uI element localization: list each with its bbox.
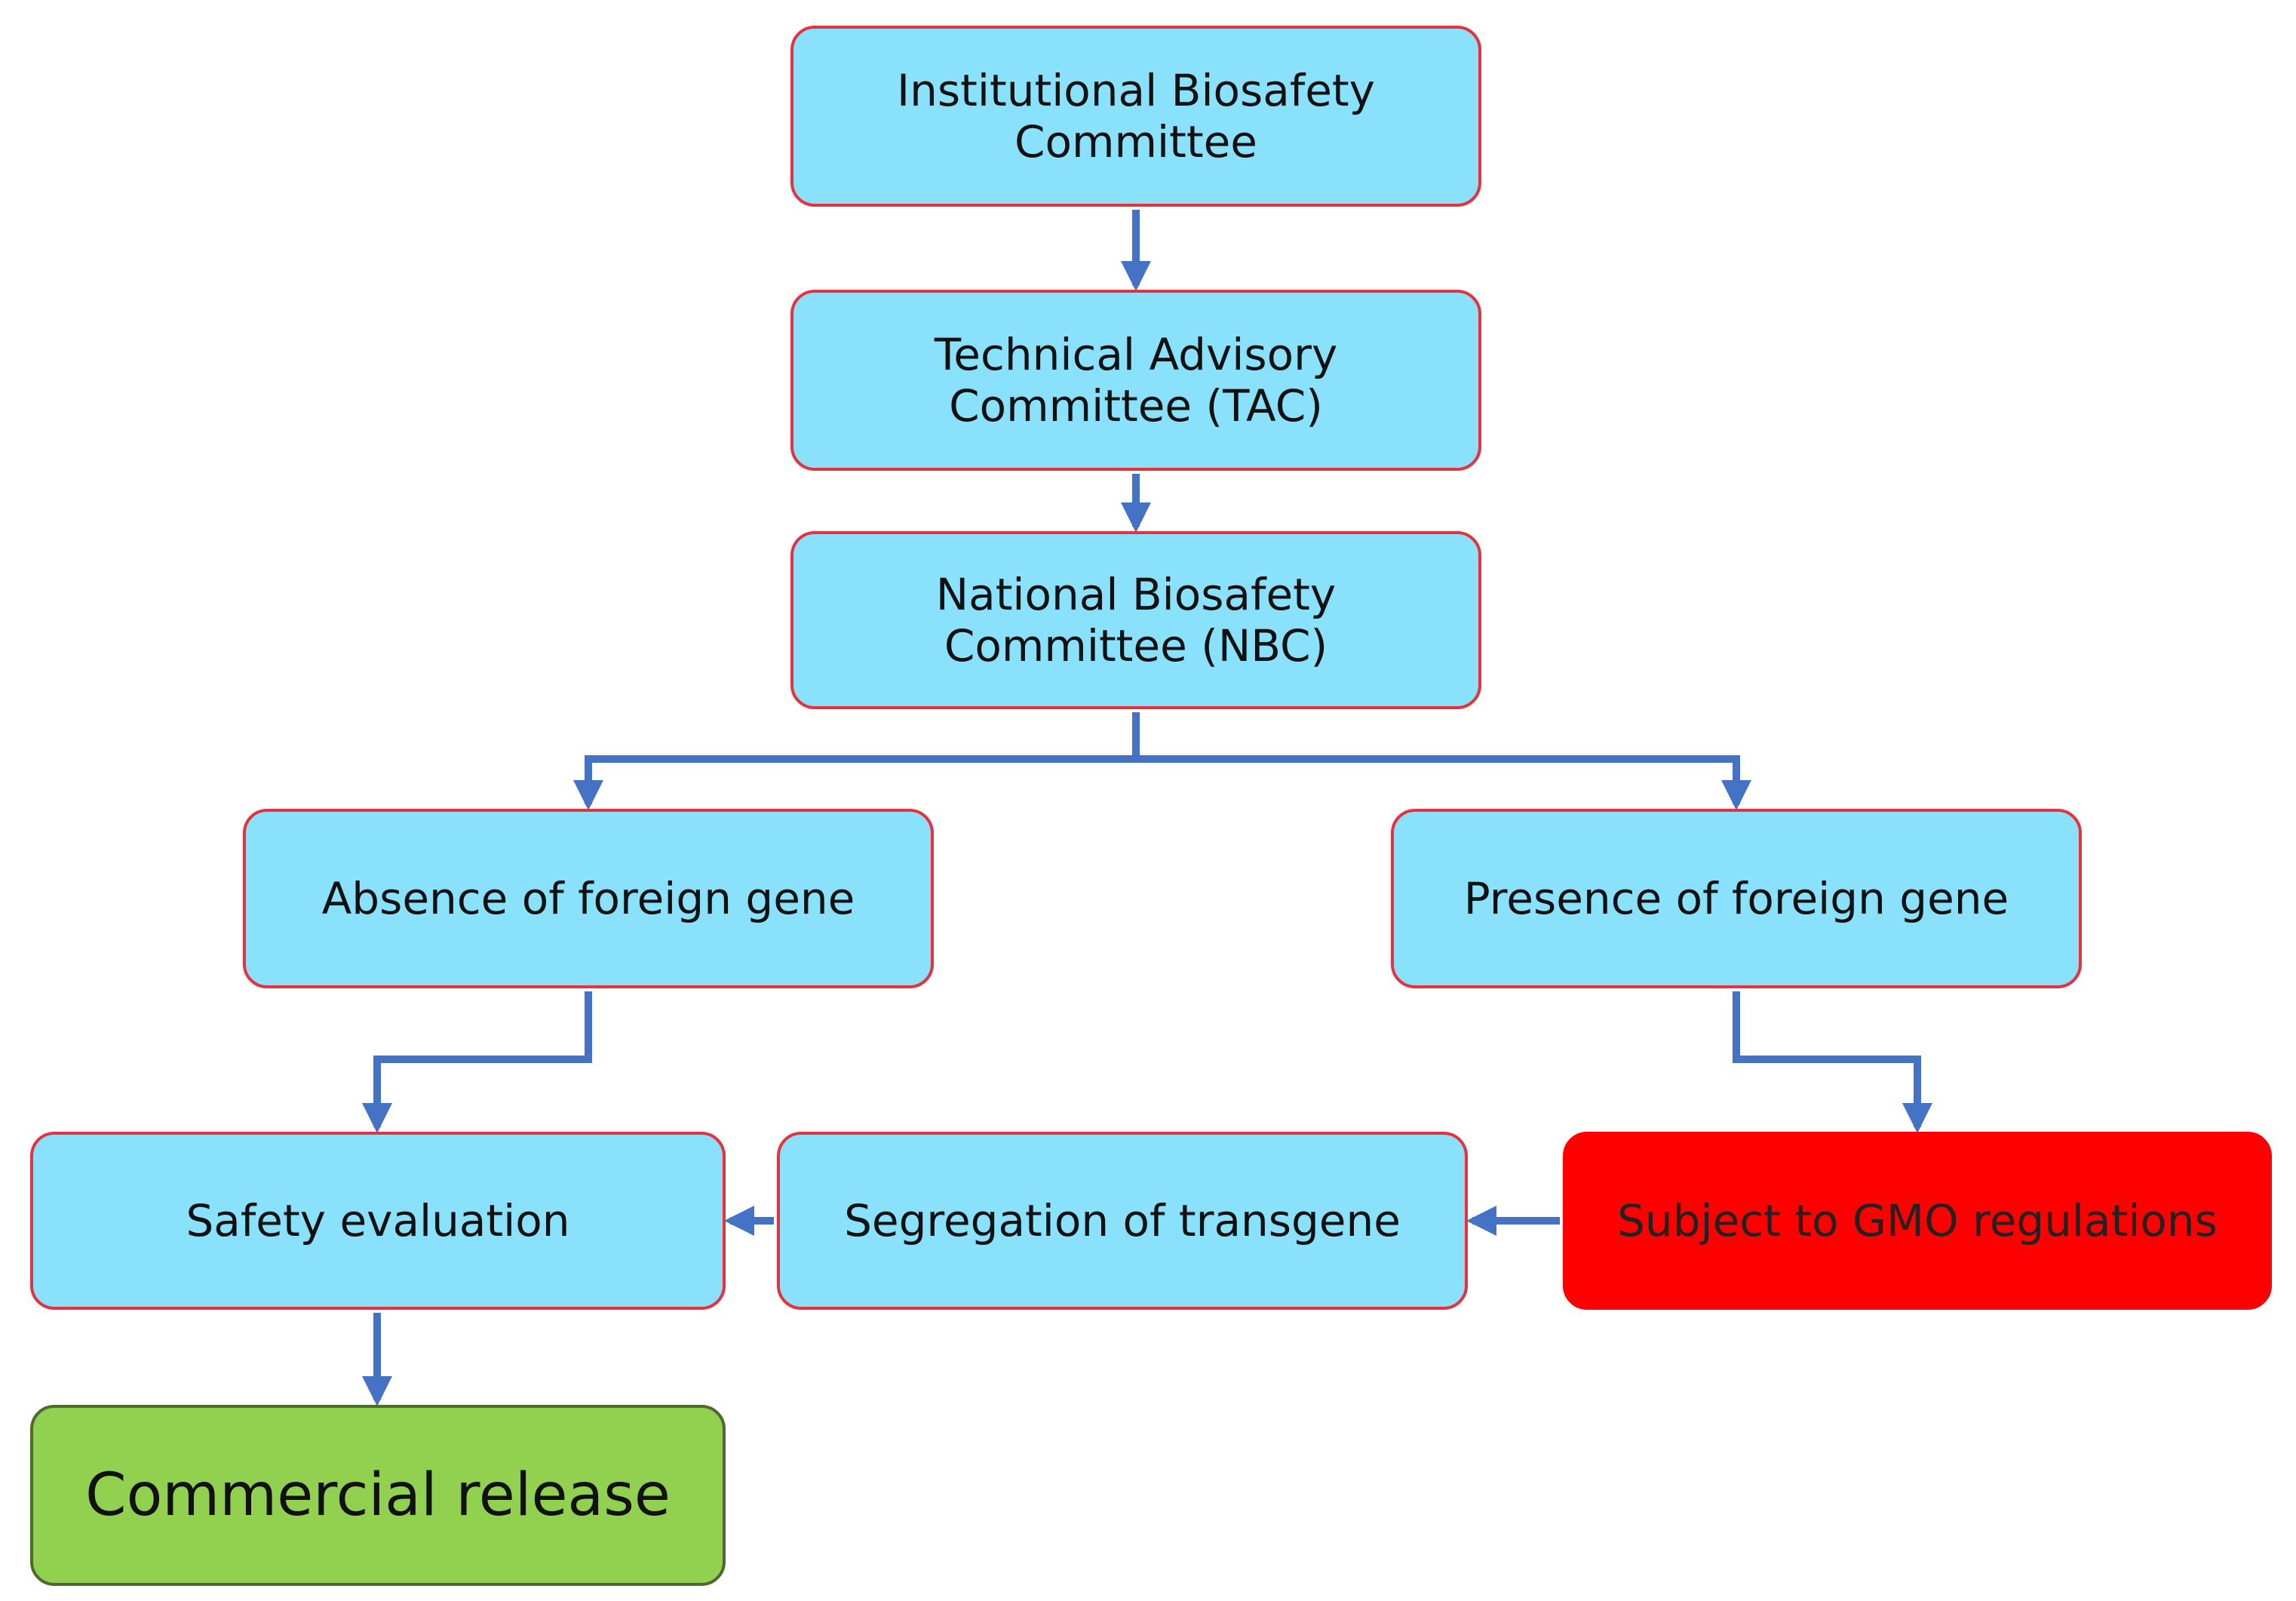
node-label: Subject to GMO regulations <box>1617 1195 2218 1246</box>
node-label: Absence of foreign gene <box>321 873 855 924</box>
node-label: Presence of foreign gene <box>1463 873 2009 924</box>
edge-presence-to-gmo <box>1733 991 1932 1133</box>
node-subject-to-gmo-regulations: Subject to GMO regulations <box>1563 1132 2272 1310</box>
node-label: Safety evaluation <box>186 1195 570 1246</box>
node-absence-of-foreign-gene: Absence of foreign gene <box>243 809 934 988</box>
node-label: Institutional Biosafety Committee <box>897 65 1375 167</box>
node-commercial-release: Commercial release <box>30 1405 726 1586</box>
node-label: Commercial release <box>85 1461 671 1529</box>
node-segregation-of-transgene: Segregation of transgene <box>777 1132 1468 1310</box>
node-label: National Biosafety Committee (NBC) <box>935 569 1337 671</box>
node-presence-of-foreign-gene: Presence of foreign gene <box>1391 809 2082 988</box>
node-safety-evaluation: Safety evaluation <box>30 1132 726 1310</box>
edge-nbc-to-presence <box>1136 755 1751 810</box>
node-technical-advisory-committee: Technical Advisory Committee (TAC) <box>790 290 1481 471</box>
edge-absence-to-safety <box>362 991 592 1133</box>
node-label: Technical Advisory Committee (TAC) <box>934 329 1338 432</box>
node-institutional-biosafety-committee: Institutional Biosafety Committee <box>790 26 1481 207</box>
edge-nbc-to-absence <box>573 712 1140 810</box>
node-national-biosafety-committee: National Biosafety Committee (NBC) <box>790 531 1481 709</box>
node-label: Segregation of transgene <box>844 1195 1401 1246</box>
